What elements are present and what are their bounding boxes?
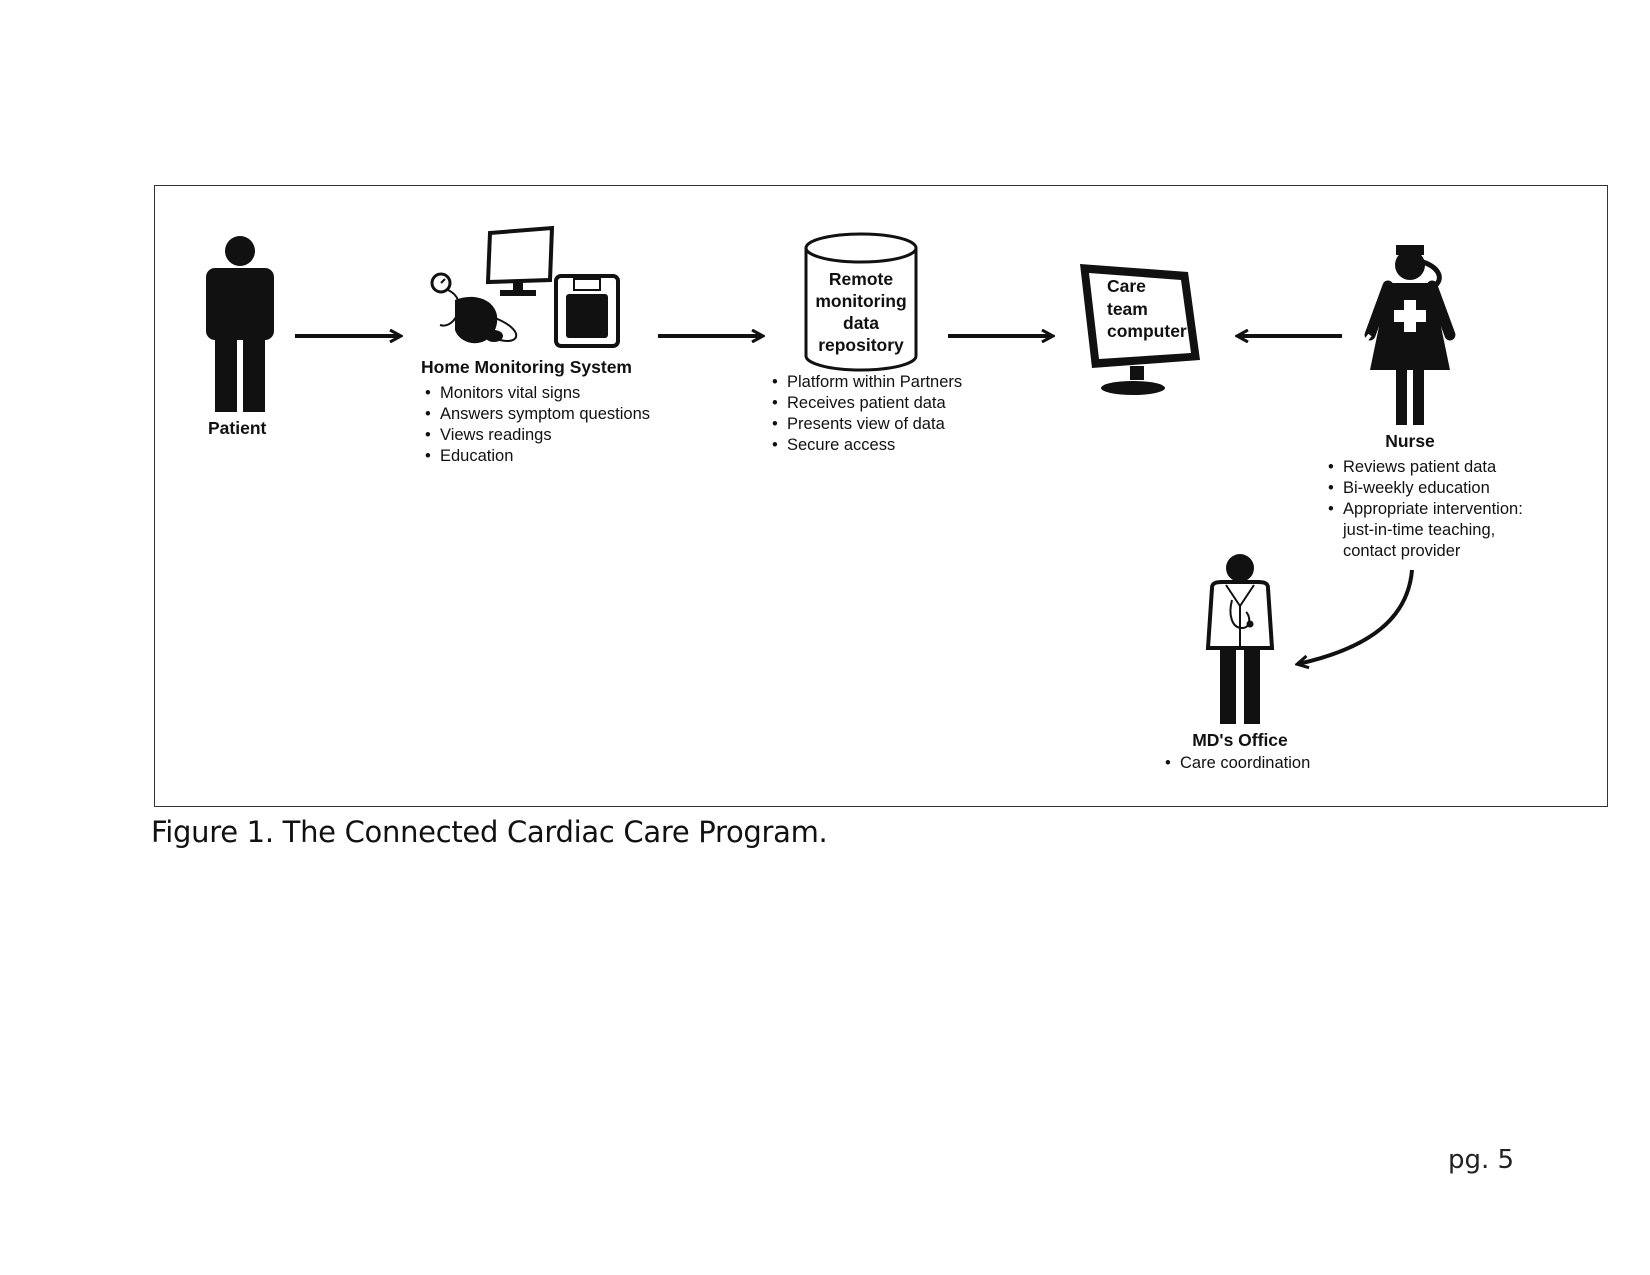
repository-bullets: • Platform within Partners • Receives pa… bbox=[772, 373, 962, 454]
list-item: • bbox=[425, 405, 431, 423]
list-item: • bbox=[772, 436, 778, 454]
nurse-node: Nurse • Reviews patient data • Bi-weekly… bbox=[1328, 245, 1523, 560]
page-number: pg. 5 bbox=[1448, 1145, 1515, 1175]
repository-label-line: monitoring bbox=[815, 291, 906, 311]
care-team-label-line: team bbox=[1107, 299, 1148, 319]
list-item: Monitors vital signs bbox=[440, 384, 580, 402]
monitor-icon bbox=[1080, 264, 1200, 395]
database-cylinder-icon bbox=[804, 232, 918, 372]
list-item: • bbox=[425, 384, 431, 402]
repository-label-line: Remote bbox=[829, 269, 893, 289]
monitor-icon bbox=[485, 225, 555, 296]
patient-node: Patient bbox=[206, 236, 274, 438]
home-monitoring-node: Home Monitoring System • Monitors vital … bbox=[421, 225, 650, 465]
patient-title: Patient bbox=[208, 418, 267, 438]
list-item: • bbox=[1165, 754, 1171, 772]
list-item: • bbox=[1328, 458, 1334, 476]
list-item: • bbox=[425, 426, 431, 444]
scale-icon bbox=[554, 274, 620, 348]
care-team-label-line: Care bbox=[1107, 276, 1146, 296]
figure-caption: Figure 1. The Connected Cardiac Care Pro… bbox=[151, 815, 828, 849]
arrow-nurse-to-md-office bbox=[1298, 569, 1414, 664]
care-team-label-line: computer bbox=[1107, 321, 1187, 341]
figure-frame bbox=[154, 185, 1608, 807]
nurse-icon bbox=[1364, 245, 1456, 425]
repository-label-line: data bbox=[843, 313, 879, 333]
repository-node: Remote monitoring data repository • Plat… bbox=[772, 232, 962, 454]
list-item: • bbox=[425, 447, 431, 465]
list-item: Presents view of data bbox=[787, 415, 946, 433]
list-item: • bbox=[772, 373, 778, 391]
list-item-continuation: contact provider bbox=[1343, 542, 1461, 560]
list-item: Bi-weekly education bbox=[1343, 479, 1490, 497]
list-item: • bbox=[1328, 479, 1334, 497]
person-icon bbox=[206, 236, 274, 412]
list-item: • bbox=[772, 415, 778, 433]
list-item: • bbox=[772, 394, 778, 412]
home-monitoring-title: Home Monitoring System bbox=[421, 357, 632, 377]
list-item-continuation: just-in-time teaching, bbox=[1342, 521, 1495, 539]
list-item: Platform within Partners bbox=[787, 373, 962, 391]
blood-pressure-cuff-icon bbox=[430, 272, 518, 344]
list-item: Answers symptom questions bbox=[440, 405, 650, 423]
list-item: Views readings bbox=[440, 426, 552, 444]
nurse-title: Nurse bbox=[1385, 431, 1435, 451]
nurse-bullets: • Reviews patient data • Bi-weekly educa… bbox=[1328, 458, 1523, 560]
doctor-icon bbox=[1205, 554, 1275, 724]
list-item: Appropriate intervention: bbox=[1343, 500, 1523, 518]
care-team-node: Care team computer bbox=[1080, 264, 1200, 395]
home-monitoring-bullets: • Monitors vital signs • Answers symptom… bbox=[425, 384, 650, 465]
list-item: • bbox=[1328, 500, 1334, 518]
list-item: Secure access bbox=[787, 436, 895, 454]
list-item: Reviews patient data bbox=[1343, 458, 1497, 476]
list-item: Care coordination bbox=[1180, 754, 1310, 772]
md-office-title: MD's Office bbox=[1192, 730, 1288, 750]
md-office-node: MD's Office • Care coordination bbox=[1165, 554, 1310, 772]
repository-label-line: repository bbox=[818, 335, 904, 355]
list-item: Receives patient data bbox=[787, 394, 947, 412]
list-item: Education bbox=[440, 447, 513, 465]
